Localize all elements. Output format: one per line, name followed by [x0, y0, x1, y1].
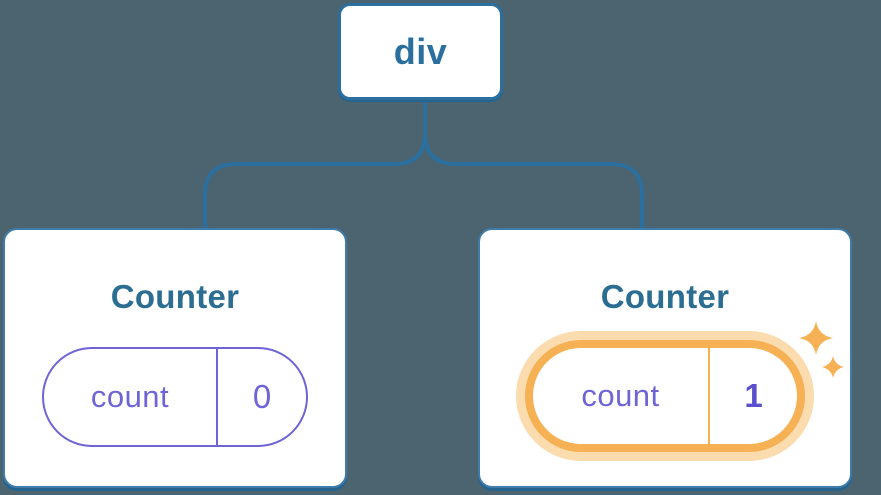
connector-left-branch: [203, 99, 427, 229]
counter-title-right: Counter: [600, 278, 730, 315]
state-key-label: count: [44, 349, 218, 445]
sparkle-icon: [799, 321, 844, 378]
state-key-label: count: [533, 348, 710, 444]
state-pill-right-highlighted: count 1: [525, 340, 805, 452]
root-node-label: div: [393, 30, 448, 72]
state-pill-left: count 0: [42, 347, 308, 447]
counter-title-left: Counter: [110, 278, 240, 315]
sparkle-icon-small: [822, 356, 844, 378]
state-value: 1: [744, 377, 763, 414]
state-value: 0: [252, 378, 272, 415]
sparkle-icon-large: [799, 321, 833, 355]
connector-right-branch: [423, 99, 644, 229]
root-node-div: div: [338, 3, 503, 100]
